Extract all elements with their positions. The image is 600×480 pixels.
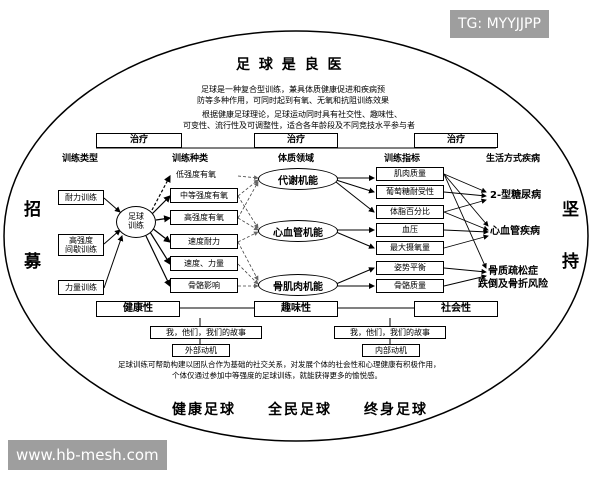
- motivation-internal: 内部动机: [362, 344, 420, 357]
- treat-label: 治疗: [286, 135, 305, 145]
- treat-box-right: 治疗: [414, 133, 498, 148]
- training-kind-label: 中等强度有氧: [180, 190, 228, 200]
- training-type-label: 力量训练: [65, 282, 97, 292]
- bottom-label: 健康性: [123, 303, 153, 314]
- index-label: 体脂百分比: [390, 207, 430, 216]
- index-label: 骨骼质量: [394, 281, 426, 290]
- story-label: 我，他们，我们的故事: [350, 327, 430, 337]
- side-left-2: 募: [24, 252, 41, 272]
- label-sociality: 社会性: [414, 301, 498, 317]
- training-type-endurance: 耐力训练: [58, 190, 104, 205]
- story-box-left: 我，他们，我们的故事: [150, 326, 262, 339]
- index-label: 血压: [402, 225, 418, 234]
- treat-label: 治疗: [446, 135, 465, 145]
- story-label: 我，他们，我们的故事: [166, 327, 246, 337]
- page-title: 足 球 是 良 医: [236, 57, 344, 73]
- index-label: 葡萄糖耐受性: [386, 187, 434, 196]
- domain-musculoskeletal: 骨肌肉机能: [258, 274, 338, 296]
- side-right-1: 坚: [562, 200, 579, 220]
- index-blood-pressure: 血压: [376, 223, 444, 237]
- slogan-healthy: 健康足球: [172, 402, 236, 418]
- disease-diabetes: 2-型糖尿病: [490, 190, 542, 201]
- motivation-label: 内部动机: [375, 345, 407, 355]
- training-kind-label: 骨骼影响: [188, 280, 220, 290]
- training-type-strength: 力量训练: [58, 280, 104, 295]
- index-muscle-mass: 肌肉质量: [376, 167, 444, 181]
- training-kind-label: 高强度有氧: [184, 212, 224, 222]
- intro-line-3: 根据健康足球理论，足球运动同时具有社交性、趣味性、: [202, 110, 402, 119]
- domain-label: 心血管机能: [273, 227, 323, 239]
- center-node-label: 足球 训练: [128, 212, 144, 230]
- index-body-fat: 体脂百分比: [376, 205, 444, 219]
- disease-osteoporosis: 骨质疏松症 跌倒及骨折风险: [478, 266, 548, 290]
- label-fun: 趣味性: [254, 301, 338, 317]
- training-type-label: 耐力训练: [65, 192, 97, 202]
- index-label: 姿势平衡: [394, 263, 426, 272]
- side-right-2: 持: [562, 252, 579, 272]
- story-box-right: 我，他们，我们的故事: [334, 326, 446, 339]
- training-type-label: 高强度 间歇训练: [65, 235, 97, 254]
- training-kind-low: 低强度有氧: [176, 170, 216, 179]
- intro-line-2: 防等多种作用，可同时起到有氧、无氧和抗阻训练效果: [197, 96, 389, 105]
- training-type-hiit: 高强度 间歇训练: [58, 234, 104, 256]
- index-vo2max: 最大摄氧量: [376, 241, 444, 255]
- slogan-lifelong: 终身足球: [364, 402, 428, 418]
- bottom-label: 趣味性: [281, 303, 311, 314]
- training-kind-moderate: 中等强度有氧: [170, 188, 238, 203]
- header-training-type: 训练类型: [62, 154, 99, 164]
- index-bone-mass: 骨骼质量: [376, 279, 444, 293]
- treat-label: 治疗: [129, 135, 148, 145]
- watermark-bottom-text: www.hb-mesh.com: [16, 446, 159, 464]
- motivation-external: 外部动机: [172, 344, 230, 357]
- bottom-label: 社会性: [441, 303, 471, 314]
- intro-line-1: 足球是一种复合型训练，兼具体质健康促进和疾病预: [201, 85, 385, 94]
- training-kind-label: 速度耐力: [188, 236, 220, 246]
- motivation-label: 外部动机: [185, 345, 217, 355]
- domain-label: 代谢机能: [278, 175, 318, 187]
- slogan-all-people: 全民足球: [268, 402, 332, 418]
- disease-cardiovascular: 心血管疾病: [490, 226, 540, 237]
- watermark-top-text: TG: MYYJJPP: [458, 16, 541, 32]
- index-glucose-tolerance: 葡萄糖耐受性: [376, 185, 444, 199]
- index-label: 肌肉质量: [394, 169, 426, 178]
- watermark-top: TG: MYYJJPP: [450, 10, 549, 38]
- header-fitness-domain: 体质领域: [278, 154, 315, 164]
- domain-label: 骨肌肉机能: [273, 281, 323, 293]
- training-kind-bone-impact: 骨骼影响: [170, 278, 238, 293]
- football-training-node: 足球 训练: [116, 206, 156, 238]
- intro-line-4: 可变性、流行性及可调整性，适合各年龄段及不同竞技水平参与者: [183, 121, 415, 130]
- domain-cardiovascular: 心血管机能: [258, 220, 338, 242]
- header-lifestyle-disease: 生活方式疾病: [486, 154, 541, 164]
- footer-line-2: 个体仅通过参加中等强度的足球训练，就能获得更多的愉悦感。: [172, 371, 382, 380]
- training-kind-label: 速度、力量: [184, 258, 224, 268]
- side-left-1: 招: [24, 200, 41, 220]
- header-training-kind: 训练种类: [172, 154, 209, 164]
- header-training-index: 训练指标: [384, 154, 421, 164]
- training-kind-speed-endurance: 速度耐力: [170, 234, 238, 249]
- domain-metabolic: 代谢机能: [258, 168, 338, 190]
- label-healthiness: 健康性: [96, 301, 180, 317]
- training-kind-high: 高强度有氧: [170, 210, 238, 225]
- training-kind-speed-strength: 速度、力量: [170, 256, 238, 271]
- treat-box-left: 治疗: [96, 133, 182, 148]
- outer-ellipse: [3, 30, 589, 442]
- index-postural-balance: 姿势平衡: [376, 261, 444, 275]
- index-label: 最大摄氧量: [390, 243, 430, 252]
- footer-line-1: 足球训练可帮助构建以团队合作为基础的社交关系，对发展个体的社会性和心理健康有积极…: [118, 360, 441, 369]
- treat-box-center: 治疗: [254, 133, 338, 148]
- watermark-bottom: www.hb-mesh.com: [8, 440, 167, 470]
